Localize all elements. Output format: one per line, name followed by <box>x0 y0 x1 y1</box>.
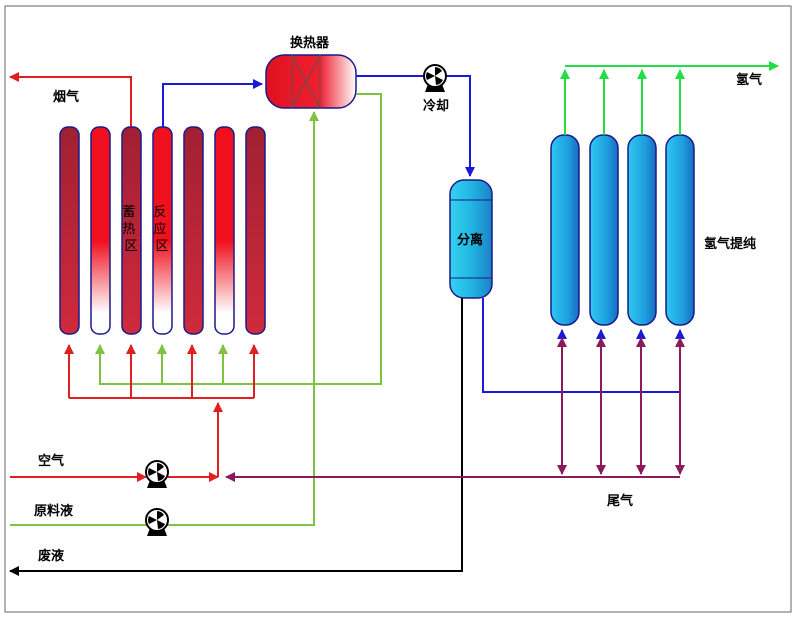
waste-liquid-line <box>9 298 463 576</box>
reactor-column-3 <box>121 126 142 335</box>
separation-label: 分离 <box>457 232 483 248</box>
purifier-column-3 <box>627 134 657 326</box>
diagram-border <box>4 5 792 613</box>
reactor-column-1 <box>59 126 80 335</box>
reactor-column-4 <box>152 126 173 335</box>
exchanger-return-line <box>95 93 382 385</box>
reactor-to-exchanger-line <box>162 79 263 128</box>
purifier-column-2 <box>589 134 619 326</box>
hydrogen-label: 氢气 <box>736 72 762 88</box>
pump-icon <box>423 64 447 92</box>
heat-exchanger-label: 换热器 <box>290 35 330 51</box>
pump-icon <box>145 508 169 536</box>
reactor-column-2 <box>90 126 111 335</box>
flue-gas-label: 烟气 <box>53 89 79 105</box>
reactor-column-bank <box>59 126 266 335</box>
raw-liquid-to-exchanger-line <box>167 111 319 526</box>
cooling-label: 冷却 <box>423 98 449 114</box>
flue-gas-line <box>9 72 132 128</box>
purifier-column-4 <box>665 134 695 326</box>
raw-liquid-label: 原料液 <box>34 503 73 519</box>
air-label: 空气 <box>38 453 64 469</box>
separator-to-purifier-line <box>482 298 680 393</box>
hydrogen-purification-label: 氢气提纯 <box>704 236 756 252</box>
waste-liquid-label: 废液 <box>38 548 64 564</box>
pump-icon <box>145 460 169 488</box>
purifier-column-1 <box>550 134 580 326</box>
heat-exchanger <box>265 54 357 109</box>
separator-vessel <box>449 179 493 299</box>
reactor-column-6 <box>214 126 235 335</box>
purifier-column-bank <box>550 134 695 326</box>
cooler-to-separator-line <box>446 75 475 177</box>
reactor-column-5 <box>183 126 204 335</box>
reaction-zone-label: 反 应 区 <box>153 205 170 254</box>
tail-gas-label: 尾气 <box>607 493 633 509</box>
reactor-column-7 <box>245 126 266 335</box>
storage-zone-label: 蓄 热 区 <box>122 205 139 254</box>
